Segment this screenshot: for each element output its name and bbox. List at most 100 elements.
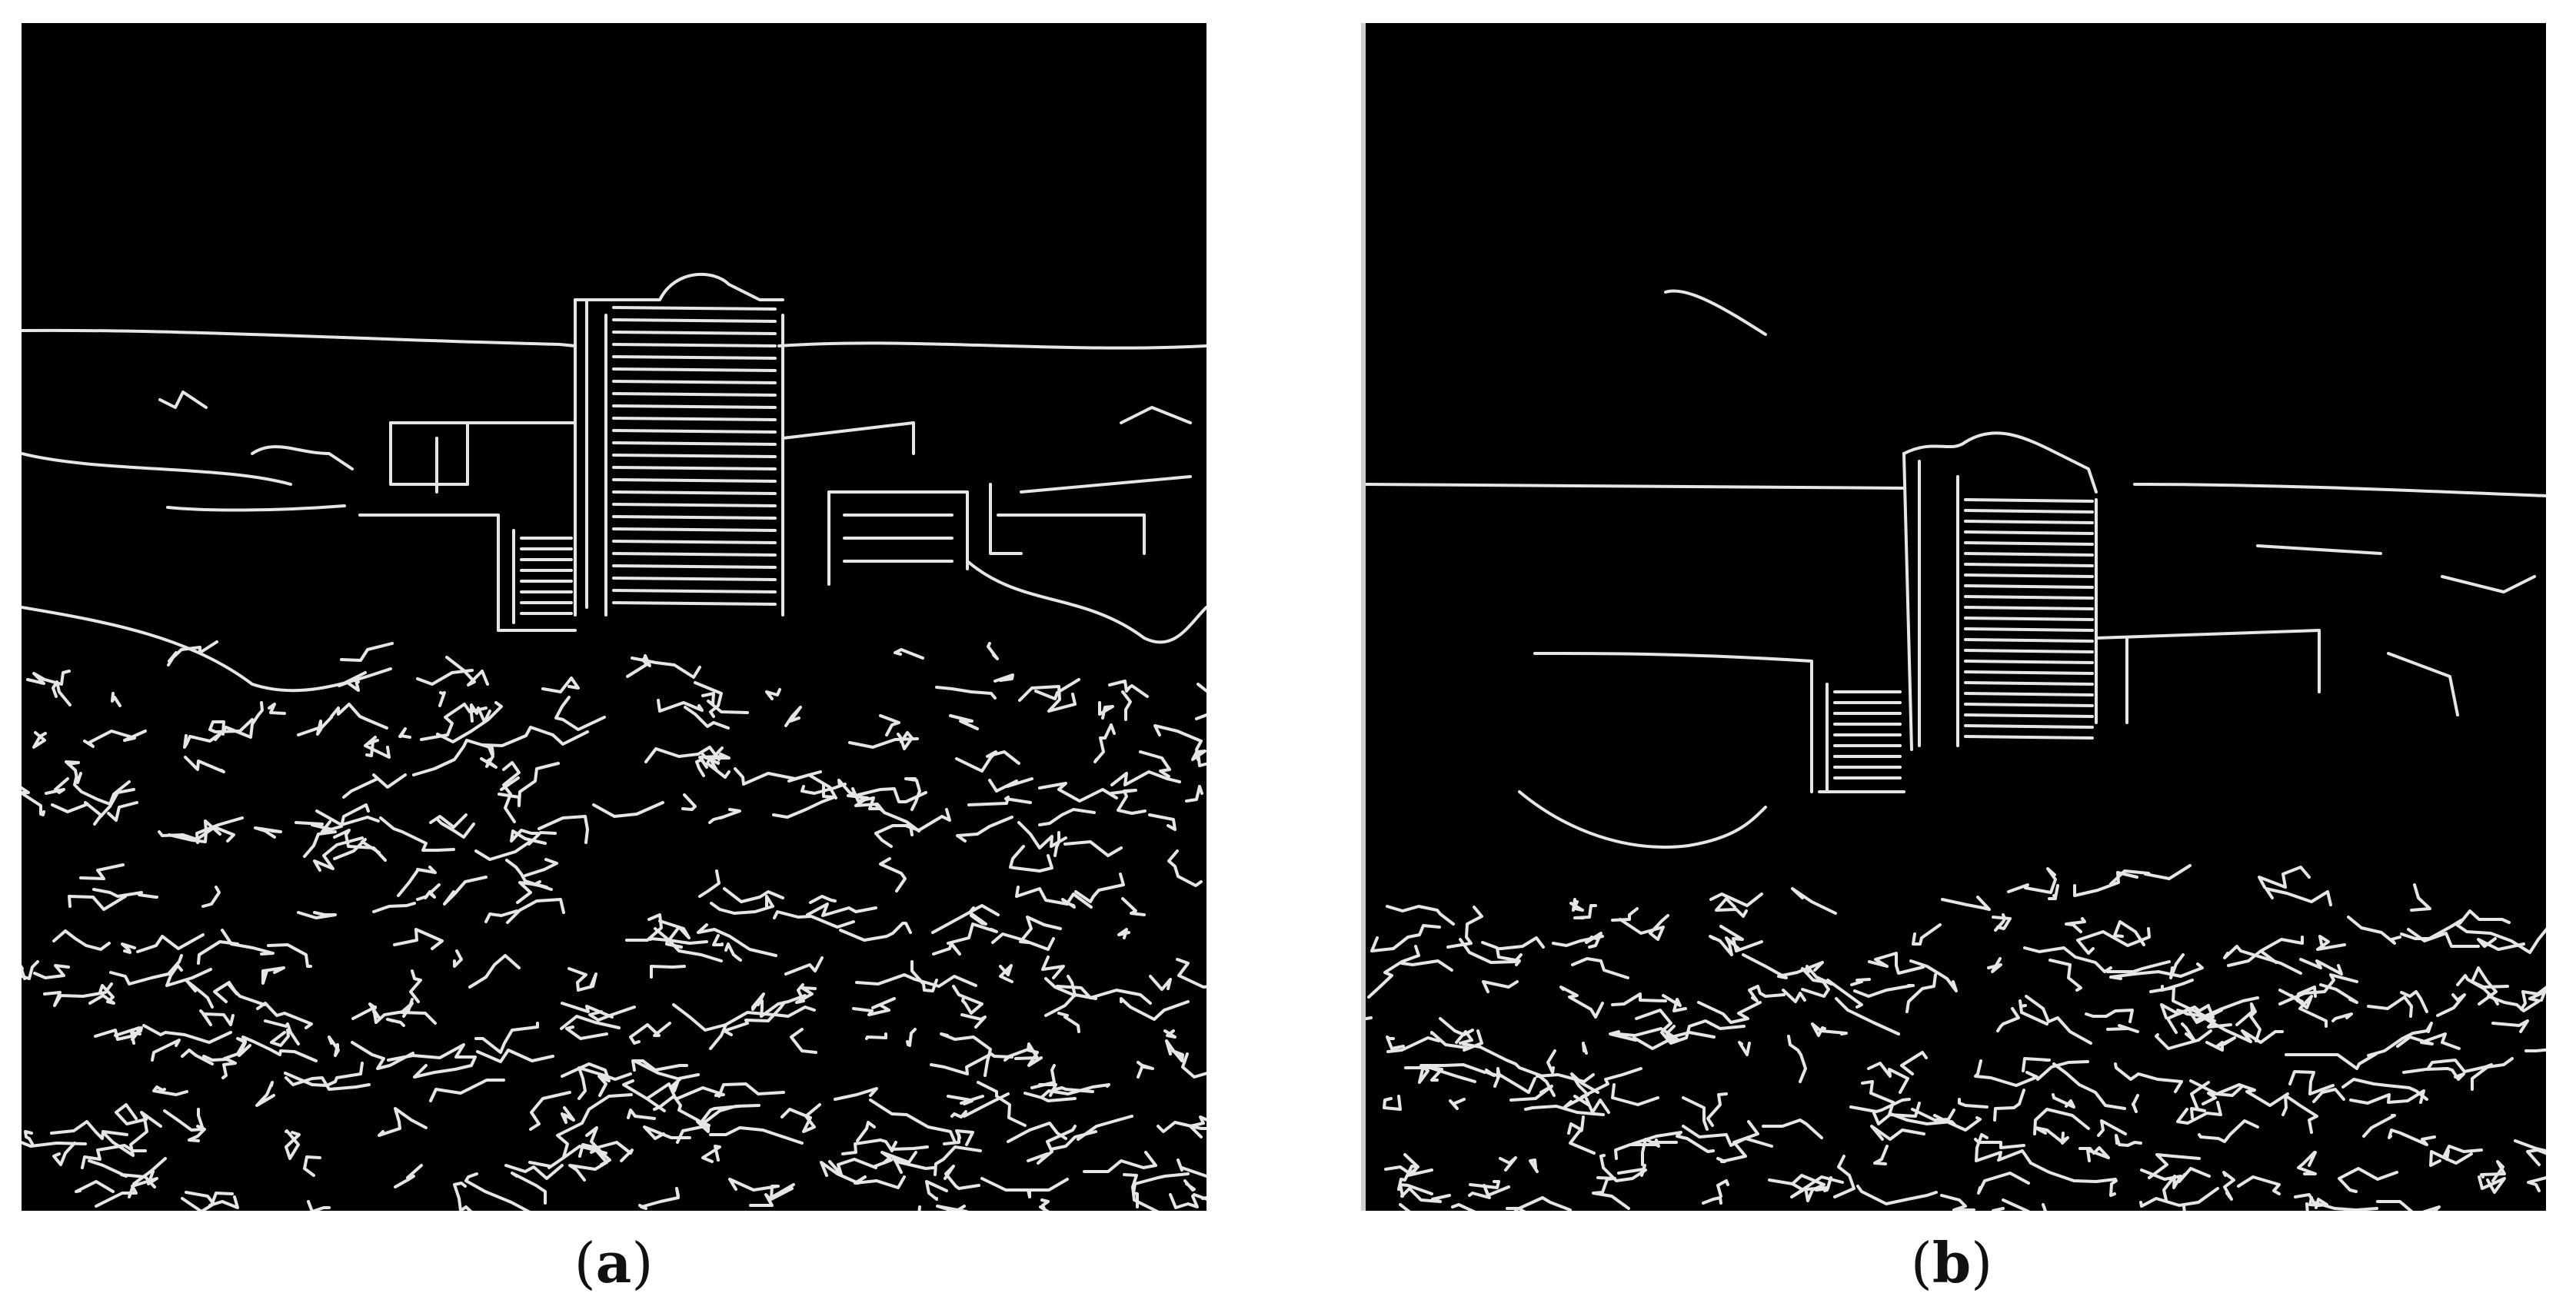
edge-segment	[1964, 498, 2094, 503]
edge-segment	[1023, 1092, 1077, 1102]
edge-segment	[2222, 1171, 2235, 1201]
edge-segment	[1964, 638, 2094, 643]
edge-segment	[2367, 1022, 2433, 1057]
edge-segment	[612, 331, 777, 335]
edge-segment	[2085, 1009, 2134, 1023]
edge-segment	[627, 1109, 656, 1120]
edge-segment	[2160, 1003, 2210, 1019]
edge-segment	[1619, 914, 1669, 941]
edge-segment	[1083, 1151, 1157, 1173]
edge-segment	[2376, 1200, 2441, 1211]
edge-segment	[2052, 1062, 2126, 1110]
edge-segment	[710, 895, 774, 915]
edge-segment	[52, 680, 72, 706]
panel-a-caption: (a)	[574, 1230, 654, 1295]
edge-segment	[806, 902, 877, 917]
edge-segment	[2471, 1057, 2514, 1091]
edge-segment	[2109, 864, 2192, 886]
edge-segment	[1716, 1179, 1729, 1198]
edge-segment	[510, 829, 547, 845]
edge-segment	[285, 1076, 371, 1091]
edge-segment	[1439, 1017, 1474, 1036]
edge-segment	[947, 1095, 984, 1105]
edge-segment	[828, 1158, 877, 1176]
edge-segment	[1038, 782, 1118, 803]
edge-segment	[1709, 935, 1740, 956]
edge-segment	[504, 1164, 564, 1180]
edge-segment	[2487, 990, 2546, 1012]
edge-segment	[213, 981, 266, 1006]
edge-segment	[2258, 866, 2311, 889]
edge-segment	[1811, 1022, 1848, 1037]
edge-segment	[1386, 1035, 1405, 1050]
edge-segment	[1868, 952, 1925, 975]
edge-segment	[197, 940, 239, 965]
edge-segment	[443, 876, 488, 906]
edge-segment	[676, 1104, 760, 1144]
edge-segment	[1964, 649, 2094, 653]
edge-segment	[1870, 1125, 1925, 1141]
edge-segment	[612, 601, 777, 606]
edge-segment	[1110, 770, 1181, 786]
edge-segment	[643, 1125, 691, 1140]
edge-segment	[136, 933, 205, 953]
edge-segment	[328, 1035, 340, 1057]
edge-segment	[585, 1126, 611, 1166]
edge-segment	[1446, 906, 1483, 949]
edge-segment	[980, 1177, 1069, 1198]
edge-segment	[1912, 923, 1942, 946]
edge-segment	[612, 380, 777, 384]
edge-segment	[1449, 1098, 1466, 1110]
edge-segment	[506, 898, 565, 924]
edge-segment	[470, 703, 491, 723]
edge-segment	[772, 783, 836, 819]
edge-segment	[505, 859, 553, 891]
edge-segment	[438, 691, 446, 707]
edge-segment	[1582, 1042, 1588, 1055]
edge-segment	[1861, 1080, 1921, 1118]
edge-segment	[307, 1200, 331, 1211]
edge-segment	[1481, 941, 1521, 966]
edge-segment	[852, 997, 896, 1016]
edge-segment	[2265, 887, 2332, 906]
edge-segment	[68, 895, 127, 911]
edge-segment	[93, 788, 135, 826]
edge-segment	[1662, 994, 1687, 1012]
edge-segment	[1167, 849, 1203, 887]
edge-segment	[2025, 995, 2092, 1045]
edge-segment	[694, 681, 723, 718]
edge-segment	[629, 1022, 671, 1045]
edge-segment	[1614, 1141, 1678, 1160]
edge-segment	[1826, 979, 1863, 1009]
edge-segment	[650, 965, 686, 979]
edge-segment	[780, 1103, 821, 1133]
edge-segment	[940, 1032, 992, 1077]
edge-segment	[1611, 992, 1667, 1006]
edge-segment	[834, 1087, 878, 1101]
edge-segment	[879, 857, 907, 893]
edge-segment	[1499, 1156, 1517, 1172]
edge-segment	[2436, 993, 2466, 1017]
edge-segment	[592, 801, 664, 818]
edge-segment	[612, 490, 777, 495]
edge-segment	[944, 1165, 980, 1190]
edge-segment	[1041, 956, 1065, 979]
edge-segment	[2347, 916, 2401, 945]
edge-segment	[993, 673, 1014, 683]
edge-segment	[1909, 959, 1958, 992]
edge-segment	[947, 922, 998, 945]
edge-segment	[1063, 840, 1123, 857]
edge-segment	[468, 954, 521, 989]
edge-segment	[1996, 1007, 2020, 1032]
edge-segment	[890, 1141, 929, 1151]
edge-segment	[303, 1155, 321, 1177]
edge-segment	[297, 716, 333, 736]
edge-segment	[987, 642, 999, 660]
edge-segment	[2195, 996, 2259, 1022]
edge-segment	[2106, 1024, 2139, 1033]
edge-segment	[856, 1121, 876, 1142]
edge-segment	[612, 355, 777, 360]
edge-segment	[185, 979, 214, 1009]
edge-segment	[181, 1049, 214, 1065]
edge-segment	[554, 696, 606, 731]
